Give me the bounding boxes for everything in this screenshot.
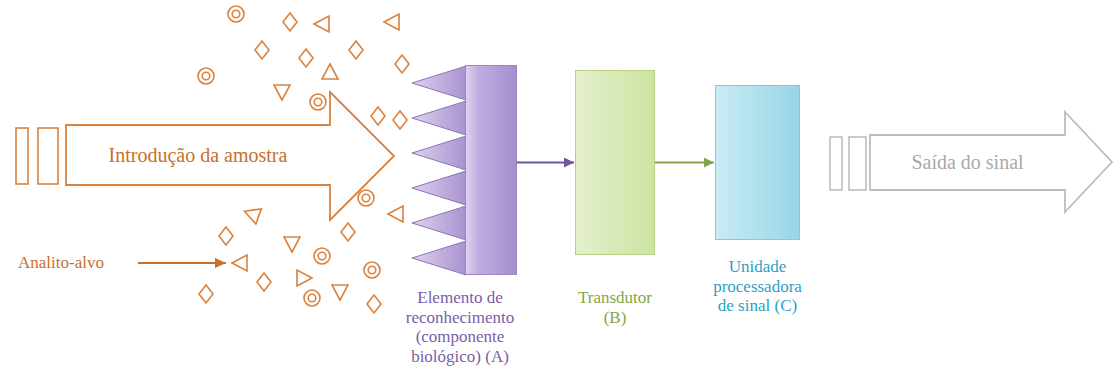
- analyte-diamond: [371, 107, 385, 125]
- output-arrow: Saída do sinal: [870, 112, 1112, 212]
- analyte-diamond: [349, 41, 363, 59]
- analyte-triangle: [388, 206, 403, 222]
- component-label: Elemento de reconhecimento (componente b…: [397, 288, 523, 366]
- analyte-diamond: [199, 285, 213, 303]
- input-bars: [16, 128, 58, 184]
- analyte-diamond: [219, 227, 233, 245]
- receptor: [412, 101, 466, 135]
- output-bar: [830, 137, 842, 190]
- analyte-circle: [314, 248, 330, 264]
- arrow-label: Introdução da amostra: [109, 144, 288, 167]
- receptor-triangles: [412, 66, 466, 275]
- analyte-triangle: [274, 85, 290, 100]
- transducer-box: Transdutor (B): [575, 70, 655, 255]
- analyte-diamond: [367, 295, 381, 313]
- analyte-diamond: [257, 273, 271, 291]
- component-label: Unidade processadora de sinal (C): [705, 257, 811, 316]
- receptor: [412, 66, 466, 100]
- arrow-shape: [870, 112, 1112, 212]
- arrow-label: Saída do sinal: [911, 151, 1023, 174]
- analyte-diamond: [341, 223, 355, 241]
- analyte-diamond: [393, 111, 407, 129]
- component-label: Transdutor (B): [572, 288, 658, 327]
- analyte-circle: [364, 262, 380, 278]
- analyte-triangle: [322, 64, 338, 79]
- callout-label: Analito-alvo: [18, 253, 104, 273]
- receptor: [412, 171, 466, 205]
- analyte-diamond: [395, 55, 409, 73]
- signal-arrow: [517, 162, 574, 164]
- recognition-element: Elemento de reconhecimento (componente b…: [465, 65, 517, 275]
- analyte-circle: [228, 6, 244, 22]
- input-bar: [16, 128, 28, 184]
- analyte-triangle: [284, 237, 300, 252]
- input-bar: [38, 128, 58, 184]
- analyte-triangle: [332, 285, 348, 300]
- output-bar: [849, 137, 866, 190]
- analyte-triangle: [297, 270, 312, 286]
- leader-arrow: [138, 262, 226, 264]
- analyte-triangle: [232, 255, 247, 271]
- analyte-circle: [358, 190, 374, 206]
- analyte-diamond: [283, 13, 297, 31]
- output-bars: [830, 137, 866, 190]
- receptor: [412, 241, 466, 275]
- arrow-shape: [66, 92, 394, 220]
- receptor: [412, 136, 466, 170]
- analyte-triangle: [384, 14, 399, 30]
- analyte-diamond: [255, 41, 269, 59]
- receptor: [412, 206, 466, 240]
- analyte-circle: [304, 290, 320, 306]
- input-arrow: Introdução da amostra: [66, 92, 394, 220]
- analyte-circle: [310, 94, 326, 110]
- signal-arrow: [655, 162, 714, 164]
- analyte-circle: [198, 68, 214, 84]
- analyte-triangle: [314, 16, 329, 32]
- analyte-triangle: [242, 204, 262, 224]
- processor-box: Unidade processadora de sinal (C): [715, 85, 800, 240]
- analyte-diamond: [299, 49, 313, 67]
